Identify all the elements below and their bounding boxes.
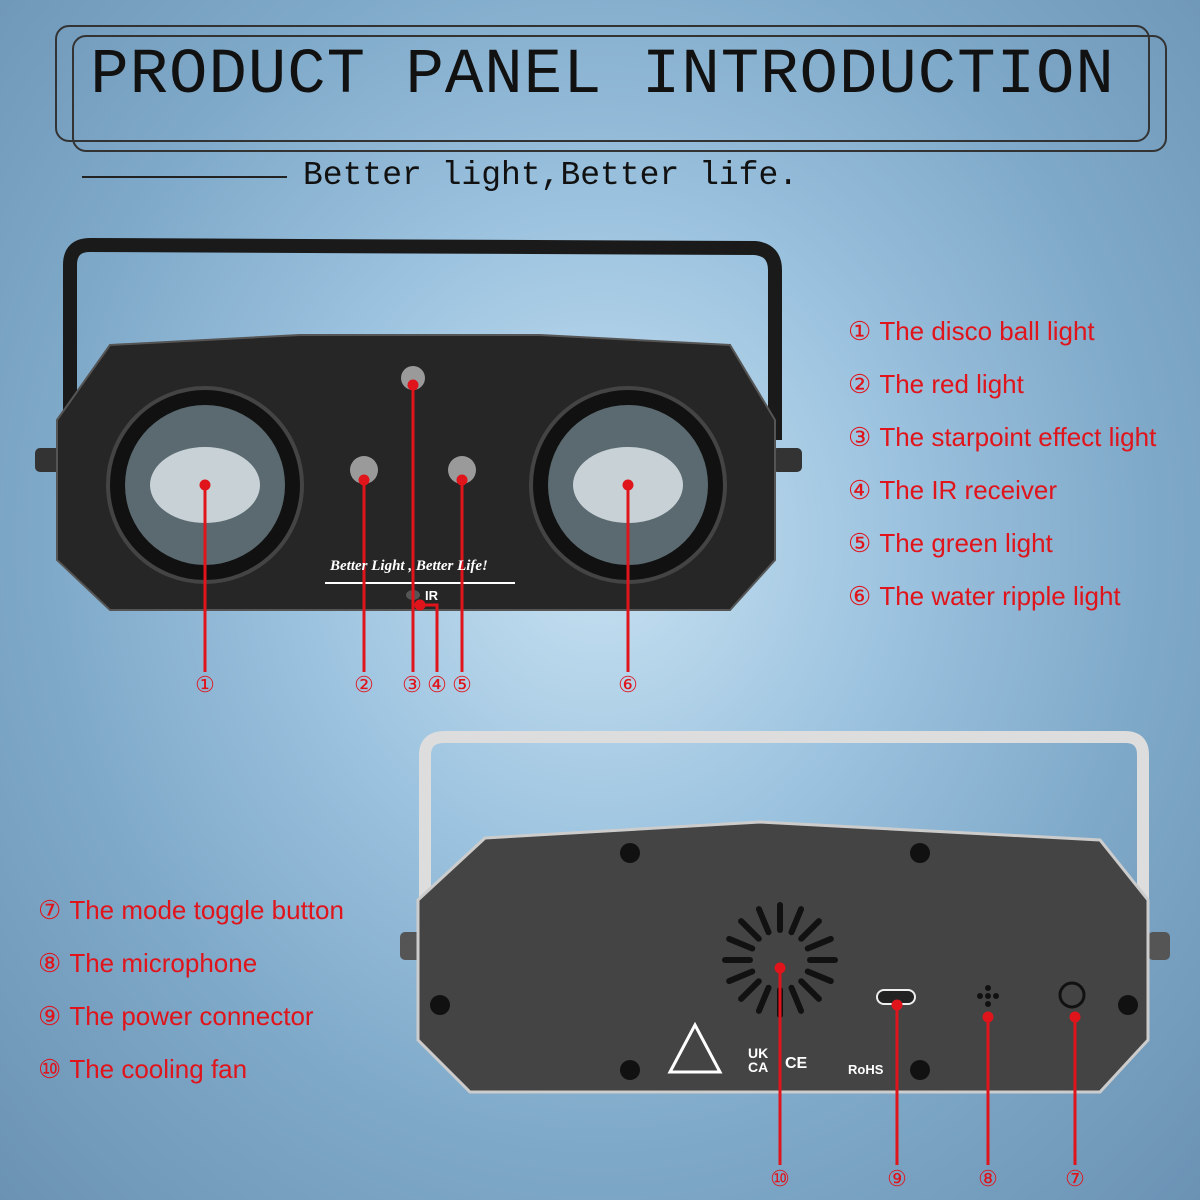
svg-text:UK: UK [748,1045,768,1061]
legend-label: The starpoint effect light [879,422,1157,452]
legend-number: ⑩ [38,1054,62,1084]
svg-text:CE: CE [785,1055,808,1072]
legend-number: ⑤ [848,528,872,558]
legend-label: The IR receiver [879,475,1058,505]
front-device [35,237,802,611]
title-frame-shadow [72,35,1167,152]
back-device: UK CA CE RoHS [400,731,1170,1094]
callout-number-4: ④ [427,672,447,697]
callout-number-3: ③ [402,672,422,697]
slogan: Better Light , Better Life! [330,558,488,574]
legend-number: ③ [848,422,872,452]
legend-label: The disco ball light [879,316,1095,346]
legend-number: ② [848,369,872,399]
legend-label: The microphone [69,948,258,978]
callout-lines [199,379,1081,1165]
callout-number-1: ① [195,672,215,697]
title-frame [55,25,1150,142]
page-title: PRODUCT PANEL INTRODUCTION [90,40,1115,112]
legend-number: ⑧ [38,948,62,978]
callout-number-6: ⑥ [618,672,638,697]
legend-number: ⑨ [38,1001,62,1031]
callout-number-10: ⑩ [770,1166,790,1191]
divider [82,176,287,178]
callout-number-5: ⑤ [452,672,472,697]
legend-label: The power connector [69,1001,314,1031]
callout-number-9: ⑨ [887,1166,907,1191]
legend-number: ① [848,316,872,346]
legend-number: ⑦ [38,895,62,925]
subtitle: Better light,Better life. [303,157,799,194]
ir-label: IR [425,588,438,603]
legend-label: The water ripple light [879,581,1121,611]
legend-number: ④ [848,475,872,505]
legend-label: The mode toggle button [69,895,344,925]
callout-number-2: ② [354,672,374,697]
svg-text:RoHS: RoHS [848,1062,884,1077]
legend-label: The cooling fan [69,1054,248,1084]
callout-number-7: ⑦ [1065,1166,1085,1191]
svg-text:CA: CA [748,1059,768,1075]
legend-number: ⑥ [848,581,872,611]
callout-number-8: ⑧ [978,1166,998,1191]
legend-label: The green light [879,528,1053,558]
legend-label: The red light [879,369,1024,399]
